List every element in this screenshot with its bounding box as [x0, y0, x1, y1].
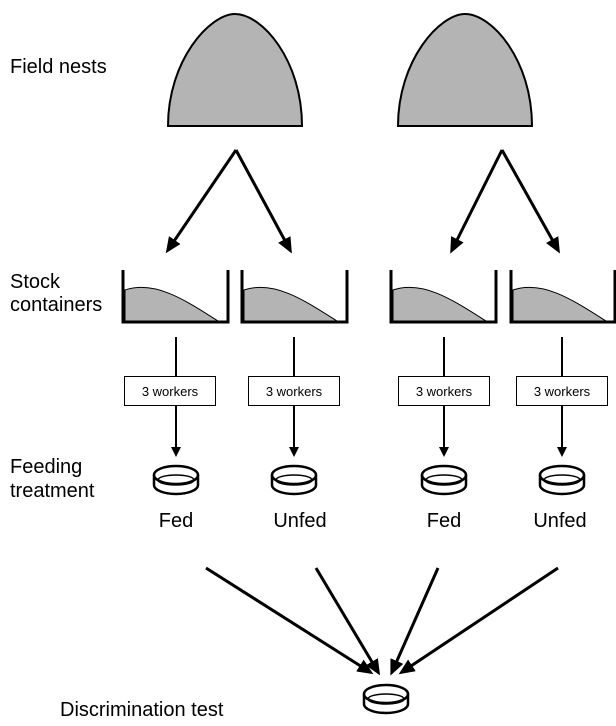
arrow-fed2-to-test [390, 567, 440, 676]
petri-dish-4 [538, 464, 586, 496]
label-stock-line2: containers [10, 294, 103, 316]
arrow-unfed1-to-test [314, 567, 381, 676]
workers-box-3: 3 workers [398, 376, 490, 406]
petri-dish-test [362, 683, 410, 715]
stock-container-1 [121, 270, 230, 324]
petri-dish-3 [420, 464, 468, 496]
label-discrimination-test: Discrimination test [60, 699, 224, 721]
treatment-label-2: Unfed [273, 510, 327, 532]
arrow-unfed2-to-test [398, 566, 559, 675]
label-feeding-line1: Feeding [10, 456, 83, 478]
field-nest-mound-2 [396, 12, 534, 127]
stock-container-3 [389, 270, 498, 324]
workers-box-1: 3 workers [124, 376, 216, 406]
arrow-nest2-to-stock4 [500, 149, 560, 254]
label-feeding-line2: treatment [10, 480, 95, 502]
stock-container-4 [509, 270, 616, 324]
petri-dish-2 [270, 464, 318, 496]
treatment-label-3: Fed [426, 510, 462, 532]
arrow-nest2-to-stock3 [450, 149, 504, 254]
workers-box-4: 3 workers [516, 376, 608, 406]
workers-box-2: 3 workers [248, 376, 340, 406]
treatment-label-4: Unfed [533, 510, 587, 532]
arrow-nest1-to-stock1 [165, 149, 238, 254]
field-nest-mound-1 [166, 12, 304, 127]
stock-container-2 [240, 270, 349, 324]
arrow-fed1-to-test [205, 566, 374, 675]
treatment-label-1: Fed [158, 510, 194, 532]
label-stock-line1: Stock [10, 271, 61, 293]
arrow-nest1-to-stock2 [234, 149, 292, 254]
label-field-nests: Field nests [10, 56, 107, 78]
petri-dish-1 [152, 464, 200, 496]
